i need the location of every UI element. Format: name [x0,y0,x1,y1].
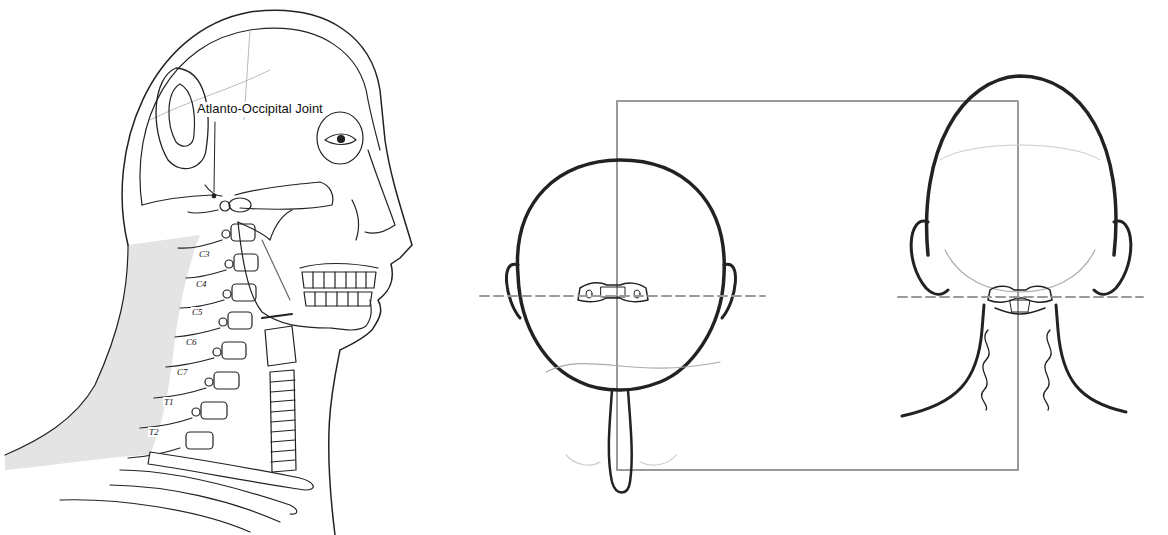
vertebra-label: C7 [176,367,189,377]
head-neck-skeleton [5,10,412,535]
vertebra-label: C6 [185,337,198,347]
vertebra-label: T1 [163,397,175,407]
vertebra-label: T2 [148,427,160,437]
vertebra-label: C3 [198,249,211,259]
part-label: Atlanto-Occipital Joint [196,102,324,117]
head-views [480,76,1143,493]
vertebra-label: C4 [195,279,208,289]
vertebra-label: C5 [191,307,204,317]
